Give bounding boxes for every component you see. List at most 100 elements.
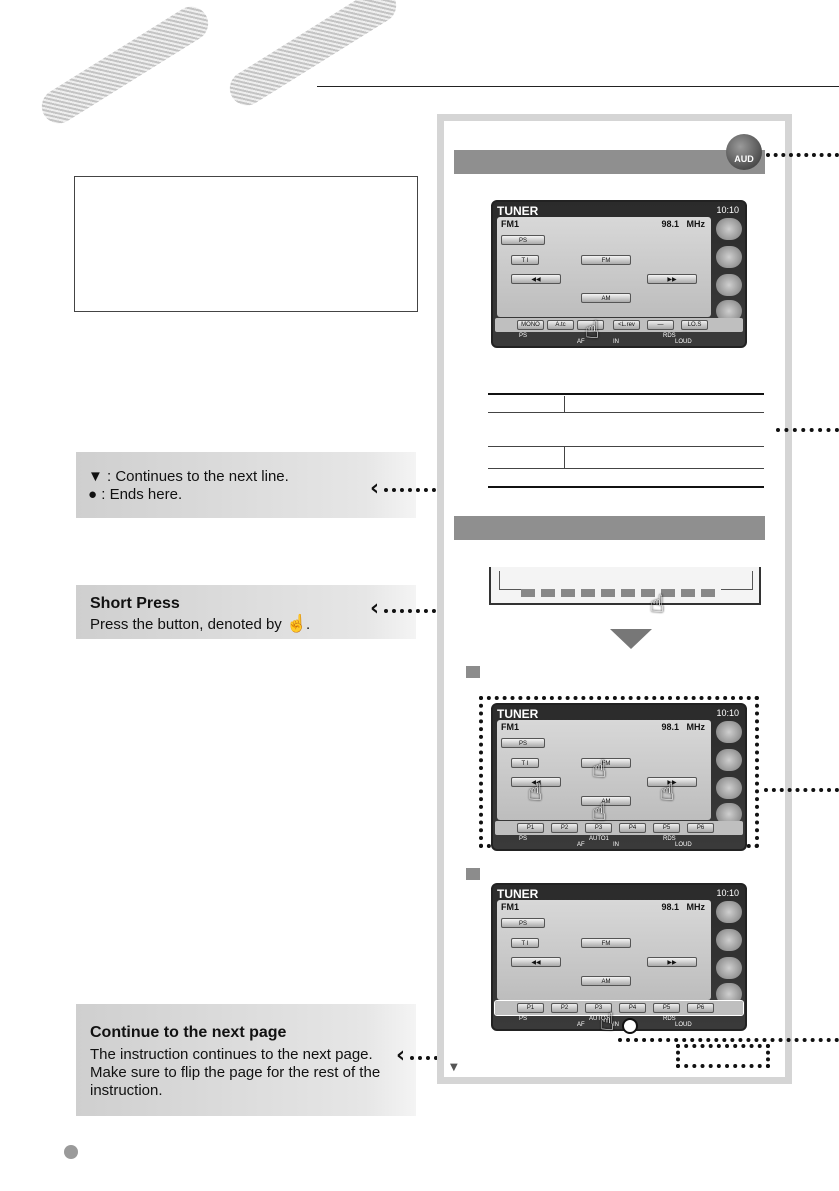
- side-icon[interactable]: [716, 218, 742, 240]
- seek-back-button[interactable]: ◀◀: [511, 777, 561, 787]
- function-button-6[interactable]: LO.S: [681, 320, 708, 330]
- preset-button-5[interactable]: P5: [653, 1003, 680, 1013]
- hand-pointer-icon: ☝: [660, 778, 675, 806]
- ps-button[interactable]: PS: [501, 235, 545, 245]
- side-icon[interactable]: [716, 246, 742, 268]
- preset-button-3[interactable]: P3: [585, 823, 612, 833]
- seek-forward-button[interactable]: ▶▶: [647, 777, 697, 787]
- ps-button[interactable]: PS: [501, 738, 545, 748]
- hand-icon: ☝: [285, 614, 308, 633]
- side-icon[interactable]: [716, 777, 742, 799]
- screen-clock: 10:10: [716, 205, 739, 215]
- seek-forward-button[interactable]: ▶▶: [647, 957, 697, 967]
- seek-forward-button[interactable]: ▶▶: [647, 274, 697, 284]
- status-af: AF: [577, 1022, 585, 1028]
- status-bar: PS AUTO1 RDS AF IN LOUD: [493, 836, 745, 849]
- status-loud: LOUD: [675, 842, 692, 848]
- side-icon[interactable]: [716, 300, 742, 322]
- side-icon[interactable]: [716, 749, 742, 771]
- am-button[interactable]: AM: [581, 796, 631, 806]
- arrow-left-icon: ‹: [370, 476, 380, 501]
- hand-pointer-icon: ☝: [528, 778, 543, 806]
- head-unit-faceplate: [489, 567, 761, 605]
- screen-title: TUNER: [497, 707, 539, 721]
- ti-button[interactable]: T I: [511, 758, 539, 768]
- band-label: FM1: [501, 902, 519, 912]
- side-icon[interactable]: [716, 957, 742, 979]
- blank-frame: [74, 176, 418, 312]
- preset-button-4[interactable]: P4: [619, 823, 646, 833]
- preset-button-2[interactable]: P2: [551, 1003, 578, 1013]
- table-rule-top: [488, 393, 764, 395]
- dotted-frame-small: [676, 1044, 770, 1068]
- table-rule-bottom: [488, 486, 764, 488]
- band-label: FM1: [501, 722, 519, 732]
- status-af: AF: [577, 842, 585, 848]
- frequency-readout: 98.1 MHz: [661, 902, 705, 912]
- hand-pointer-icon: ☝: [600, 1008, 615, 1036]
- screen-clock: 10:10: [716, 708, 739, 718]
- frequency-readout: 98.1 MHz: [661, 722, 705, 732]
- ti-button[interactable]: T I: [511, 255, 539, 265]
- legend-continue-line: ▼ : Continues to the next line.: [88, 468, 289, 485]
- screen-main-area: FM1 98.1 MHz PS T I FM ◀◀ ▶▶ AM: [497, 217, 711, 317]
- remote-aud-icon: AUD: [726, 134, 762, 170]
- continue-title: Continue to the next page: [90, 1024, 287, 1041]
- preset-bar: P1 P2 P3 P4 P5 P6: [494, 1000, 744, 1016]
- am-button[interactable]: AM: [581, 293, 631, 303]
- am-button[interactable]: AM: [581, 976, 631, 986]
- fm-button[interactable]: FM: [581, 255, 631, 265]
- function-button-5[interactable]: —: [647, 320, 674, 330]
- function-button-4[interactable]: <L.rev: [613, 320, 640, 330]
- step-marker-1: [466, 666, 480, 678]
- page-number-marker: [64, 1145, 78, 1159]
- function-button-1[interactable]: MONO: [517, 320, 544, 330]
- arrow-left-icon: ‹: [370, 596, 380, 621]
- fm-button[interactable]: FM: [581, 938, 631, 948]
- side-icon[interactable]: [716, 803, 742, 825]
- short-press-title: Short Press: [90, 595, 180, 612]
- preset-button-6[interactable]: P6: [687, 823, 714, 833]
- short-press-note: Short Press Press the button, denoted by…: [76, 585, 416, 639]
- down-arrow-icon: [610, 629, 652, 649]
- fm-button[interactable]: FM: [581, 758, 631, 768]
- function-button-3[interactable]: [577, 320, 604, 330]
- decorative-stripe-right: [223, 0, 403, 112]
- preset-button-2[interactable]: P2: [551, 823, 578, 833]
- status-loud: LOUD: [675, 1022, 692, 1028]
- preset-button-4[interactable]: P4: [619, 1003, 646, 1013]
- preset-button-6[interactable]: P6: [687, 1003, 714, 1013]
- ti-button[interactable]: T I: [511, 938, 539, 948]
- status-rds: RDS: [663, 836, 676, 842]
- preset-button-5[interactable]: P5: [653, 823, 680, 833]
- continue-note: Continue to the next page The instructio…: [76, 1004, 416, 1116]
- connector-dots: [776, 428, 839, 432]
- frequency-unit: MHz: [686, 219, 706, 229]
- legend-end-line: ● : Ends here.: [88, 486, 183, 503]
- connector-dots: [384, 488, 444, 492]
- side-icon[interactable]: [716, 721, 742, 743]
- tuner-screen-2: TUNER 10:10 FM1 98.1 MHz PS T I FM ◀◀ ▶▶…: [491, 703, 747, 851]
- seek-back-button[interactable]: ◀◀: [511, 957, 561, 967]
- short-press-desc: Press the button, denoted by ☝.: [90, 615, 310, 634]
- screen-main-area: FM1 98.1 MHz PS T I FM ◀◀ ▶▶ AM: [497, 900, 711, 1000]
- status-auto: AUTO1: [589, 836, 609, 842]
- preset-button-1[interactable]: P1: [517, 823, 544, 833]
- preset-button-3[interactable]: P3: [585, 1003, 612, 1013]
- frequency-value: 98.1: [661, 902, 679, 912]
- seek-back-button[interactable]: ◀◀: [511, 274, 561, 284]
- side-icon[interactable]: [716, 929, 742, 951]
- status-bar: PS RDS AF IN LOUD: [493, 333, 745, 346]
- preset-button-1[interactable]: P1: [517, 1003, 544, 1013]
- frequency-value: 98.1: [661, 722, 679, 732]
- side-icon[interactable]: [716, 983, 742, 1005]
- status-loud: LOUD: [675, 339, 692, 345]
- frequency-readout: 98.1 MHz: [661, 219, 705, 229]
- hand-pointer-icon: ☝: [592, 798, 607, 826]
- timer-icon: [622, 1018, 638, 1034]
- ps-button[interactable]: PS: [501, 918, 545, 928]
- section-header-bar-2: [454, 516, 765, 540]
- side-icon[interactable]: [716, 901, 742, 923]
- side-icon[interactable]: [716, 274, 742, 296]
- function-button-2[interactable]: A.tc: [547, 320, 574, 330]
